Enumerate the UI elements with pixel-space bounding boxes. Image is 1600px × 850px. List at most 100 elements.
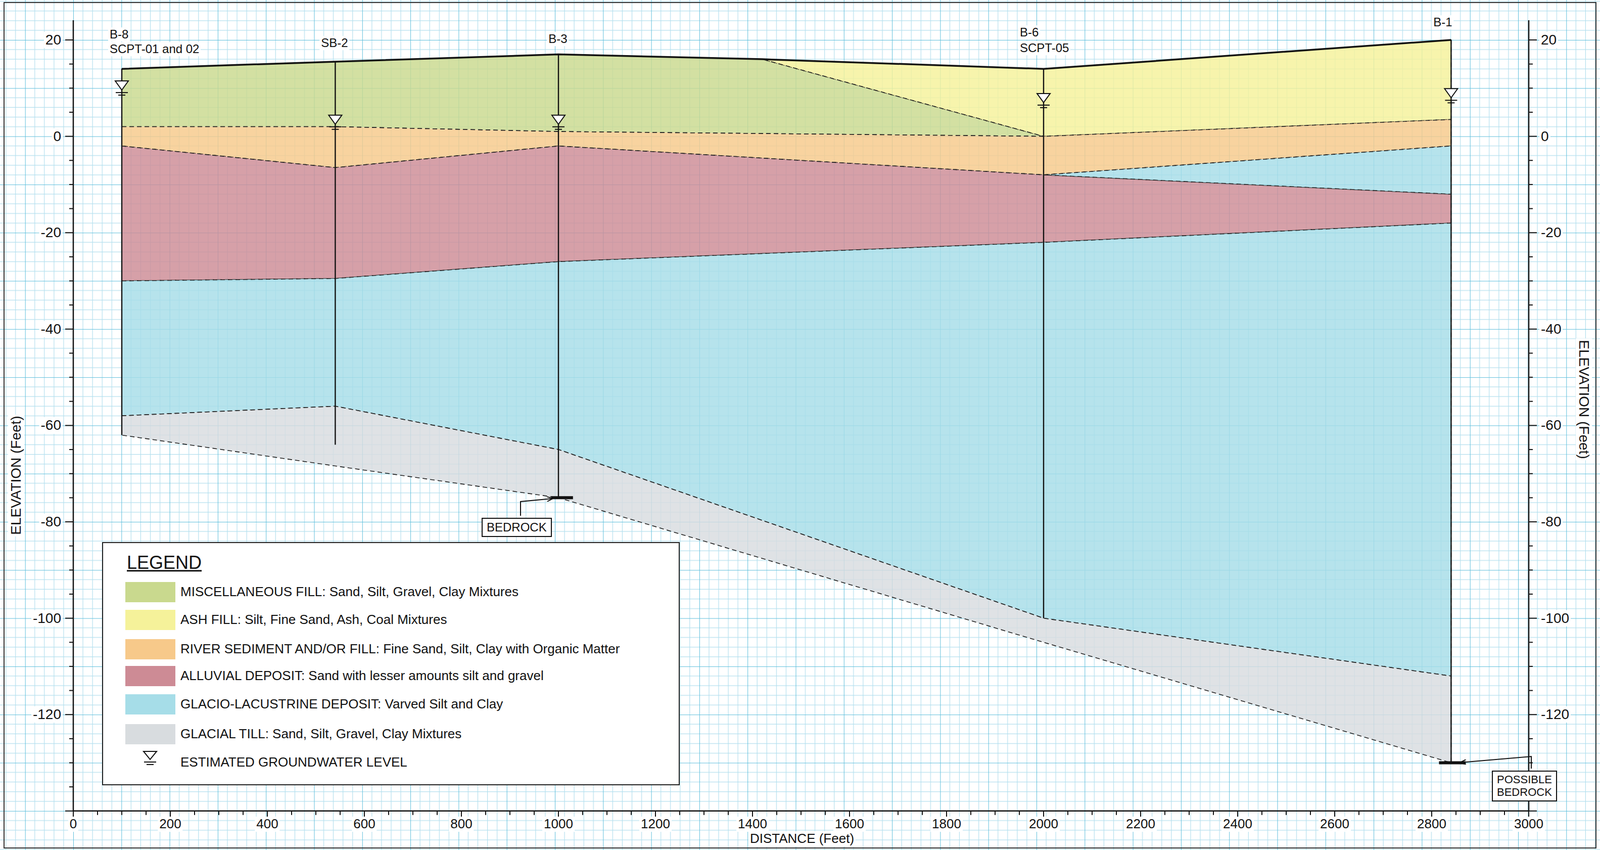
- axis-tick: [921, 810, 923, 815]
- axis-tick: [1212, 810, 1214, 815]
- axis-tick: [65, 39, 74, 41]
- borehole-label: SCPT-01 and 02: [108, 41, 201, 57]
- axis-tick: [1528, 87, 1533, 89]
- axis-tick: [1528, 231, 1537, 233]
- axis-tick: [69, 304, 74, 306]
- axis-tick: [1528, 280, 1533, 282]
- axis-tick: [751, 810, 754, 819]
- axis-tick: [65, 328, 74, 330]
- distance-tick-label: 2200: [1124, 816, 1157, 832]
- axis-tick: [1091, 810, 1093, 815]
- axis-tick: [121, 810, 123, 815]
- axis-tick: [1261, 810, 1263, 815]
- axis-tick: [69, 208, 74, 210]
- groundwater-symbol: [1037, 104, 1050, 106]
- axis-tick: [69, 665, 74, 667]
- distance-tick-label: 1200: [639, 816, 672, 832]
- groundwater-symbol: [328, 126, 342, 128]
- legend-swatch: [125, 693, 176, 715]
- distance-tick-label: 800: [448, 816, 474, 832]
- callout-text: BEDROCK: [486, 520, 547, 535]
- axis-line: [72, 20, 75, 811]
- groundwater-symbol: [144, 761, 157, 763]
- distance-tick-label: 1800: [930, 816, 963, 832]
- leader-line: [520, 498, 553, 516]
- axis-tick: [169, 810, 171, 819]
- axis-tick: [946, 810, 948, 819]
- elevation-tick-label: -80: [1539, 513, 1563, 530]
- axis-tick: [582, 810, 584, 815]
- axis-tick: [69, 762, 74, 764]
- sheet-frame: [4, 2, 1596, 848]
- axis-tick: [1067, 810, 1069, 815]
- borehole-label: SCPT-05: [1018, 40, 1071, 56]
- distance-tick-label: 2000: [1027, 816, 1060, 832]
- axis-tick: [69, 352, 74, 354]
- groundwater-symbol: [1037, 93, 1051, 103]
- axis-tick: [1164, 810, 1166, 815]
- axis-tick: [1528, 713, 1537, 715]
- axis-tick: [1528, 304, 1533, 306]
- axis-tick: [1309, 810, 1311, 815]
- elevation-tick-label: -120: [31, 706, 63, 723]
- axis-tick: [776, 810, 778, 815]
- distance-tick-label: 1000: [542, 816, 575, 832]
- axis-tick: [1528, 400, 1533, 402]
- callout-text: POSSIBLE BEDROCK: [1496, 772, 1552, 799]
- axis-tick: [412, 810, 414, 815]
- distance-tick-label: 2400: [1221, 816, 1254, 832]
- axis-tick: [1115, 810, 1117, 815]
- elevation-tick-label: -120: [1539, 706, 1571, 723]
- axis-tick: [1382, 810, 1384, 815]
- legend-swatch: [125, 638, 176, 660]
- axis-title: DISTANCE (Feet): [748, 830, 856, 846]
- axis-tick: [363, 810, 365, 819]
- axis-tick: [69, 280, 74, 282]
- axis-tick: [1479, 810, 1481, 815]
- distance-tick-label: 400: [254, 816, 280, 832]
- axis-tick: [1018, 810, 1020, 815]
- axis-tick: [533, 810, 535, 815]
- axis-tick: [897, 810, 899, 815]
- axis-tick: [1528, 689, 1533, 691]
- axis-tick: [800, 810, 802, 815]
- axis-tick: [69, 785, 74, 787]
- elevation-tick-label: 20: [1539, 31, 1559, 49]
- axis-tick: [72, 810, 74, 819]
- legend-text: MISCELLANEOUS FILL: Sand, Silt, Gravel, …: [180, 584, 519, 600]
- legend-swatch: [125, 723, 176, 744]
- axis-tick: [1528, 496, 1533, 498]
- axis-tick: [65, 810, 74, 812]
- axis-title: ELEVATION (Feet): [8, 413, 25, 536]
- groundwater-symbol: [331, 128, 339, 130]
- axis-tick: [1334, 810, 1336, 819]
- axis-tick: [1528, 810, 1530, 819]
- axis-tick: [849, 810, 851, 819]
- axis-tick: [65, 135, 74, 137]
- ground-surface: [121, 39, 1451, 69]
- axis-tick: [69, 593, 74, 595]
- axis-tick: [1528, 810, 1537, 812]
- soil-layer: [1043, 146, 1451, 195]
- borehole-label: SB-2: [319, 35, 350, 51]
- axis-tick: [1528, 328, 1537, 330]
- groundwater-symbol: [115, 91, 128, 93]
- legend-heading: LEGEND: [125, 551, 204, 573]
- distance-tick-label: 2800: [1415, 816, 1448, 832]
- distance-tick-label: 1600: [833, 816, 866, 832]
- axis-title: ELEVATION (Feet): [1575, 338, 1592, 460]
- axis-tick: [970, 810, 972, 815]
- axis-tick: [1528, 521, 1537, 523]
- axis-tick: [436, 810, 438, 815]
- axis-tick: [291, 810, 293, 815]
- distance-tick-label: 200: [157, 816, 183, 832]
- elevation-tick-label: -80: [39, 513, 63, 530]
- axis-tick: [69, 87, 74, 89]
- legend-box: [102, 541, 680, 785]
- axis-tick: [1188, 810, 1190, 815]
- elevation-tick-label: -100: [31, 609, 63, 627]
- groundwater-symbol: [146, 763, 154, 765]
- elevation-tick-label: -20: [1539, 224, 1563, 241]
- axis-tick: [266, 810, 268, 819]
